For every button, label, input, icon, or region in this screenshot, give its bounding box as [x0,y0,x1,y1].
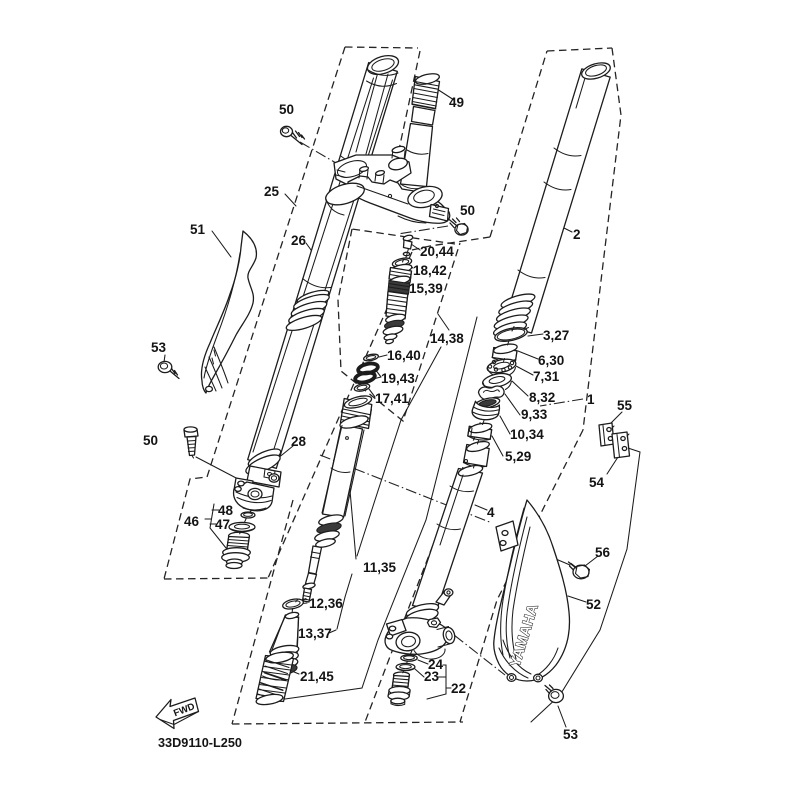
svg-text:22: 22 [451,681,466,696]
svg-text:5,29: 5,29 [505,449,531,464]
svg-text:11,35: 11,35 [363,560,397,575]
svg-text:2: 2 [573,227,581,242]
svg-text:56: 56 [595,545,611,560]
svg-text:23: 23 [424,669,440,684]
svg-text:19,43: 19,43 [381,371,415,386]
svg-text:54: 54 [589,475,605,490]
svg-text:52: 52 [586,597,601,612]
svg-text:21,45: 21,45 [300,669,334,684]
svg-text:50: 50 [279,102,294,117]
svg-text:53: 53 [563,727,579,742]
svg-text:3,27: 3,27 [543,328,569,343]
svg-text:46: 46 [184,514,200,529]
svg-text:10,34: 10,34 [510,427,544,442]
svg-text:48: 48 [218,503,234,518]
svg-text:15,39: 15,39 [409,281,443,296]
svg-text:50: 50 [460,203,475,218]
svg-text:7,31: 7,31 [533,369,560,384]
svg-text:6,30: 6,30 [538,353,564,368]
svg-text:1: 1 [587,392,595,407]
svg-text:50: 50 [143,433,158,448]
svg-text:12,36: 12,36 [309,596,343,611]
svg-text:4: 4 [487,505,495,520]
svg-text:49: 49 [449,95,464,110]
svg-text:8,32: 8,32 [529,390,555,405]
svg-text:16,40: 16,40 [387,348,421,363]
svg-text:26: 26 [291,233,307,248]
svg-text:24: 24 [428,657,444,672]
svg-text:51: 51 [190,222,206,237]
svg-text:25: 25 [264,184,280,199]
svg-text:9,33: 9,33 [521,407,548,422]
svg-text:13,37: 13,37 [298,626,332,641]
svg-text:47: 47 [215,517,230,532]
svg-text:14,38: 14,38 [430,331,464,346]
svg-text:55: 55 [617,398,633,413]
svg-text:18,42: 18,42 [413,263,447,278]
svg-text:17,41: 17,41 [375,391,409,406]
svg-text:20,44: 20,44 [420,244,454,259]
svg-text:33D9110-L250: 33D9110-L250 [158,736,242,750]
svg-text:28: 28 [291,434,307,449]
svg-text:53: 53 [151,340,167,355]
